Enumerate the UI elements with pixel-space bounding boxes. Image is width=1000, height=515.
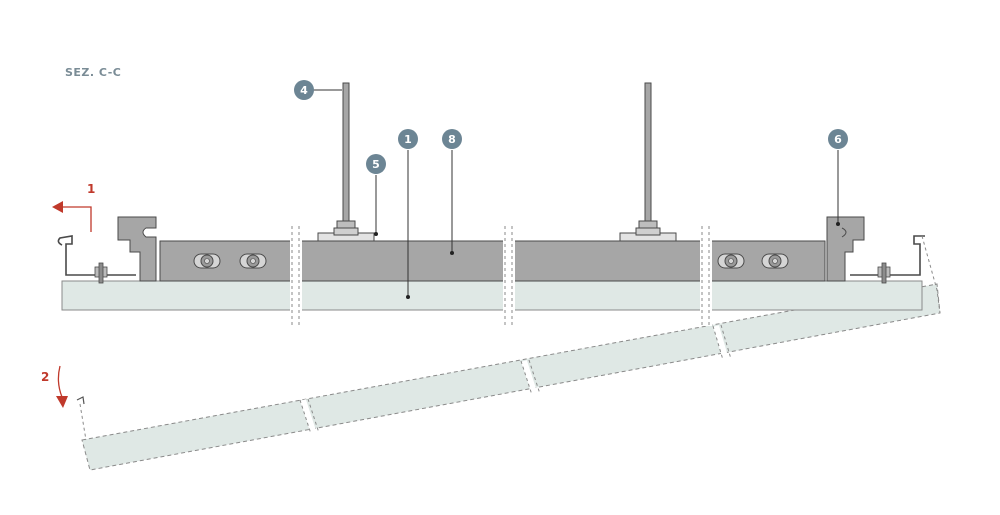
callout-6-label: 6 [834,133,842,146]
threaded-rod-right [619,82,677,242]
arrow-1-label: 1 [87,182,95,196]
right-end-bolt [877,262,891,284]
callout-5-label: 5 [372,158,380,171]
slot-bolt [761,253,789,269]
threaded-rod-left [317,82,375,242]
callout-4-label: 4 [300,84,308,97]
slot-bolt [717,253,745,269]
callout-6: 6 [828,129,848,149]
leader-dots [374,222,840,299]
horizontal-panel [61,280,923,311]
callout-8: 8 [442,129,462,149]
callout-4: 4 [294,80,314,100]
arrow-2-label: 2 [41,370,49,384]
section-title: SEZ. C-C [65,66,122,79]
slotted-bolts [193,253,789,269]
left-clip-bracket [117,216,157,282]
break-marks [62,226,922,326]
callout-5: 5 [366,154,386,174]
arrow-2-down: 2 [41,365,68,408]
left-end-bolt [94,262,108,284]
slot-bolt [239,253,267,269]
callout-1-label: 1 [404,133,412,146]
tilted-panel [76,283,941,471]
callout-1: 1 [398,129,418,149]
right-clip-bracket [826,216,865,282]
arrow-1-left: 1 [52,182,95,232]
slot-bolt [193,253,221,269]
callout-8-label: 8 [448,133,456,146]
leader-lines [313,89,839,297]
left-c-hook [57,235,136,276]
right-c-hook [850,235,925,276]
